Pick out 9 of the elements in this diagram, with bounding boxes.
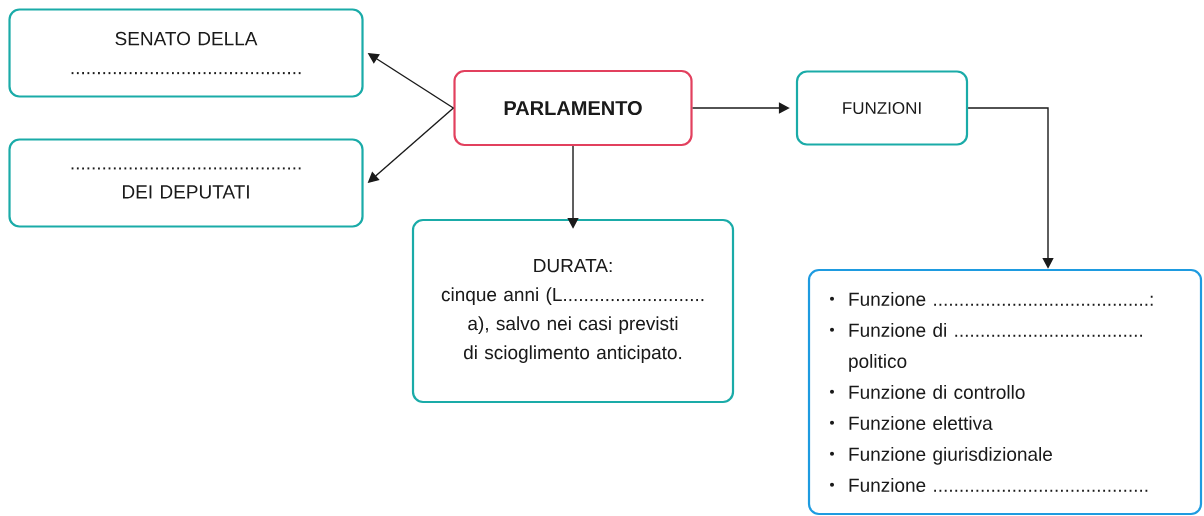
list-box: Funzione .........................................: Funzione di .................................... politico Funzione di controllo Funzione elettiva Funzione giurisdizionale Funzione ......................................... bbox=[807, 268, 1203, 516]
main-concept-box: PARLAMENTO bbox=[453, 69, 693, 147]
concept-box: FUNZIONI bbox=[795, 70, 969, 146]
arrow bbox=[567, 145, 579, 229]
concept-box: ............................................ DEI DEPUTATI bbox=[8, 138, 364, 228]
concept-box: SENATO DELLA ............................................ bbox=[8, 8, 364, 98]
arrow bbox=[691, 102, 790, 114]
arrow bbox=[967, 107, 1054, 269]
concept-box: DURATA: cinque anni (L........................... a), salvo nei casi previsti di scioglimento anticipato. bbox=[411, 218, 735, 404]
